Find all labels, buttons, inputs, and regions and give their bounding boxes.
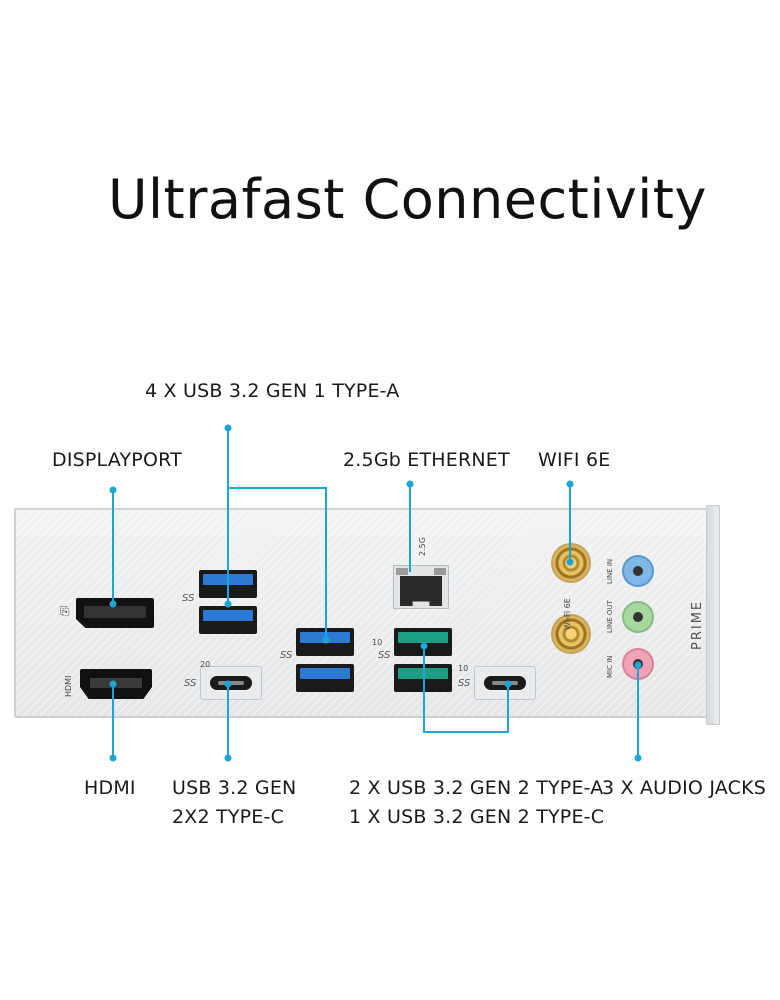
page-title: Ultrafast Connectivity — [108, 168, 707, 231]
callout-hdmi-bottom-dot — [109, 754, 117, 762]
callout-usb-gen1-branch-dot — [322, 636, 330, 644]
callout-displayport-top-dot — [109, 486, 117, 494]
label-usb-gen2-line1: 2 X USB 3.2 GEN 2 TYPE-A — [349, 777, 604, 799]
callout-audio-bottom-dot — [634, 754, 642, 762]
superspeed-logo-icon: SS — [182, 593, 195, 604]
label-usb-gen2-line2: 1 X USB 3.2 GEN 2 TYPE-C — [349, 806, 605, 828]
callout-usb-gen1-port-dot — [224, 600, 232, 608]
label-hdmi: HDMI — [84, 777, 136, 799]
ss20-print: 20 — [200, 660, 211, 669]
wifi-antenna-connector-2 — [553, 616, 589, 652]
line-out-jack — [624, 603, 652, 631]
callout-usb-c-gen2-port-dot — [504, 680, 512, 688]
label-wifi: WIFI 6E — [538, 449, 611, 471]
callout-wifi-port-dot — [566, 558, 574, 566]
callout-usb-gen2x2-port-dot — [224, 680, 232, 688]
superspeed-logo-icon: SS — [458, 678, 471, 689]
callout-wifi-top-dot — [566, 480, 574, 488]
usb-gen1-port-4 — [296, 664, 354, 692]
label-audio: 3 X AUDIO JACKS — [602, 777, 767, 799]
ss10-print: 10 — [458, 664, 469, 673]
ss10-print: 10 — [372, 638, 383, 647]
callout-usb-gen2-line — [423, 646, 509, 733]
label-usb-gen2x2-line2: 2X2 TYPE-C — [172, 806, 285, 828]
callout-usb-gen1-top-dot — [224, 424, 232, 432]
callout-usb-gen2x2-bottom-dot — [224, 754, 232, 762]
callout-hdmi-port-dot — [109, 680, 117, 688]
superspeed-logo-icon: SS — [184, 678, 197, 689]
callout-usb-gen2-port-dot — [420, 642, 428, 650]
displayport-logo-icon: ⎘ — [60, 604, 70, 618]
superspeed-logo-icon: SS — [378, 650, 391, 661]
callout-displayport-port-dot — [109, 600, 117, 608]
label-usb-gen1: 4 X USB 3.2 GEN 1 TYPE-A — [145, 380, 400, 402]
label-usb-gen2x2-line1: USB 3.2 GEN — [172, 777, 297, 799]
ethernet-port — [393, 565, 449, 609]
label-ethernet: 2.5Gb ETHERNET — [343, 449, 510, 471]
callout-usb-gen1-branch — [228, 487, 327, 640]
usb-gen1-port-2 — [199, 606, 257, 634]
superspeed-logo-icon: SS — [280, 650, 293, 661]
callout-audio-port-dot — [634, 661, 642, 669]
callout-ethernet-top-dot — [406, 480, 414, 488]
io-shield-bracket — [706, 505, 720, 725]
line-in-jack — [624, 557, 652, 585]
label-displayport: DISPLAYPORT — [52, 449, 182, 471]
